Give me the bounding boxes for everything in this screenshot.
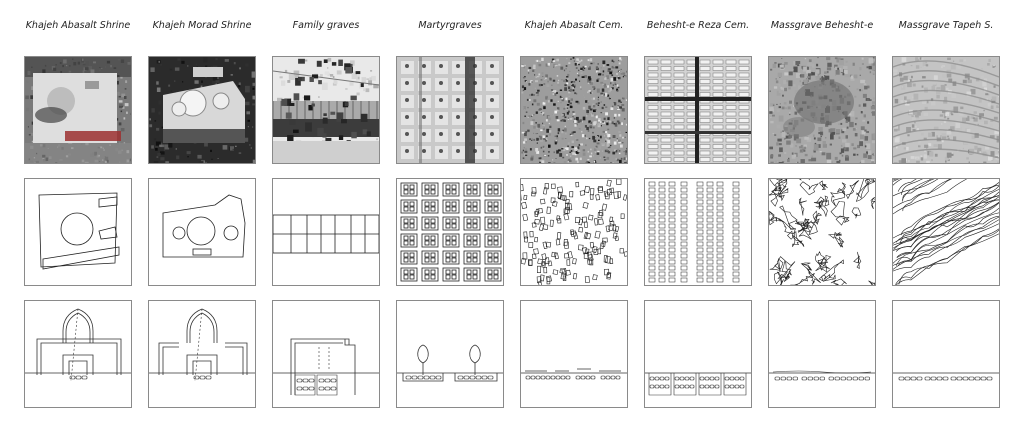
- column-title-khajeh-abasalt-cem: Khajeh Abasalt Cem.: [524, 20, 624, 31]
- column-title-massgrave-tapeh-s: Massgrave Tapeh S.: [898, 20, 994, 31]
- column-title-massgrave-behesht-e: Massgrave Behesht-e: [770, 20, 874, 31]
- aerial-photo-khajeh-abasalt-shrine: [24, 56, 132, 164]
- column-title-family-graves: Family graves: [292, 20, 360, 31]
- plan-outline-martyrgraves: [396, 178, 504, 286]
- section-drawing-martyrgraves: [396, 300, 504, 408]
- plan-outline-behesht-e-reza-cem: [644, 178, 752, 286]
- aerial-photo-khajeh-morad-shrine: [148, 56, 256, 164]
- section-drawing-massgrave-tapeh-s: [892, 300, 1000, 408]
- section-drawing-behesht-e-reza-cem: [644, 300, 752, 408]
- aerial-photo-massgrave-behesht-e: [768, 56, 876, 164]
- plan-outline-massgrave-tapeh-s: [892, 178, 1000, 286]
- column-title-khajeh-abasalt-shrine: Khajeh Abasalt Shrine: [25, 20, 131, 31]
- plan-outline-khajeh-abasalt-shrine: [24, 178, 132, 286]
- plan-outline-family-graves: [272, 178, 380, 286]
- column-title-martyrgraves: Martyrgraves: [418, 20, 482, 31]
- column-title-khajeh-morad-shrine: Khajeh Morad Shrine: [152, 20, 252, 31]
- section-drawing-khajeh-abasalt-cem: [520, 300, 628, 408]
- plan-outline-khajeh-morad-shrine: [148, 178, 256, 286]
- section-drawing-massgrave-behesht-e: [768, 300, 876, 408]
- section-drawing-khajeh-morad-shrine: [148, 300, 256, 408]
- section-drawing-family-graves: [272, 300, 380, 408]
- aerial-photo-family-graves: [272, 56, 380, 164]
- plan-outline-khajeh-abasalt-cem: [520, 178, 628, 286]
- aerial-photo-behesht-e-reza-cem: [644, 56, 752, 164]
- plan-outline-massgrave-behesht-e: [768, 178, 876, 286]
- aerial-photo-massgrave-tapeh-s: [892, 56, 1000, 164]
- column-title-behesht-e-reza-cem: Behesht-e Reza Cem.: [646, 20, 750, 31]
- section-drawing-khajeh-abasalt-shrine: [24, 300, 132, 408]
- aerial-photo-khajeh-abasalt-cem: [520, 56, 628, 164]
- aerial-photo-martyrgraves: [396, 56, 504, 164]
